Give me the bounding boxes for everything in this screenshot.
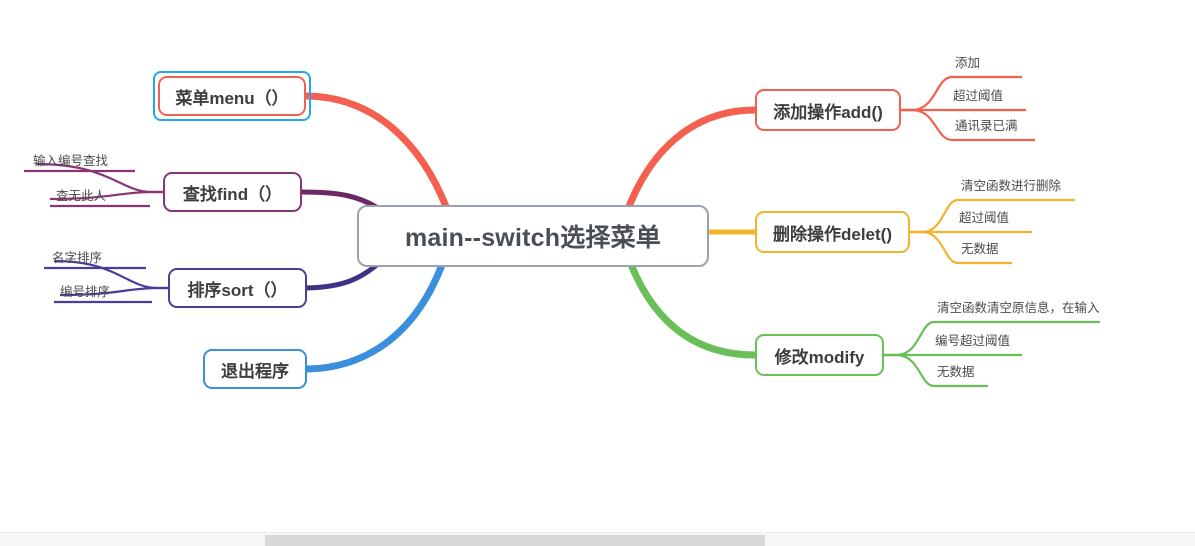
node-delete-label: 删除操作delet() <box>773 224 892 244</box>
node-find[interactable]: 查找find（） <box>163 172 302 212</box>
node-menu[interactable]: 菜单menu（） <box>158 76 306 116</box>
leaf-delete-2[interactable]: 无数据 <box>961 242 999 256</box>
leaf-add-0[interactable]: 添加 <box>955 56 981 70</box>
leaf-bracket-mod-2 <box>884 353 935 388</box>
leaf-modify-1[interactable]: 编号超过阈值 <box>935 334 1011 348</box>
leaf-add-2[interactable]: 通讯录已满 <box>955 119 1018 133</box>
node-add[interactable]: 添加操作add() <box>755 89 901 131</box>
node-modify-label: 修改modify <box>774 347 865 367</box>
node-find-label: 查找find（） <box>182 184 283 204</box>
node-sort-label: 排序sort（） <box>187 280 288 300</box>
leaf-bracket-add-0 <box>901 75 953 112</box>
leaf-bracket-mod-0 <box>884 320 935 357</box>
leaf-modify-2[interactable]: 无数据 <box>937 365 975 379</box>
center-node-label: main--switch选择菜单 <box>405 224 661 252</box>
node-add-label: 添加操作add() <box>773 102 883 122</box>
leaf-delete-0[interactable]: 清空函数进行删除 <box>961 179 1062 193</box>
leaf-bracket-add-2 <box>901 108 953 142</box>
connector-add <box>624 106 759 213</box>
node-exit-label: 退出程序 <box>221 361 289 381</box>
leaf-delete-1[interactable]: 超过阈值 <box>959 211 1010 225</box>
leaf-bracket-del-0 <box>910 198 959 234</box>
leaf-find-0[interactable]: 输入编号查找 <box>33 154 109 168</box>
connector-exit <box>303 258 447 373</box>
leaf-sort-0[interactable]: 名字排序 <box>52 251 103 265</box>
horizontal-scrollbar-thumb[interactable] <box>265 535 765 546</box>
connector-menu <box>303 92 451 213</box>
node-exit[interactable]: 退出程序 <box>203 349 307 389</box>
node-modify[interactable]: 修改modify <box>755 334 884 376</box>
leaf-bracket-del-2 <box>910 230 959 265</box>
node-menu-label: 菜单menu（） <box>175 88 289 108</box>
horizontal-scrollbar-track[interactable] <box>0 532 1195 546</box>
node-sort[interactable]: 排序sort（） <box>168 268 307 308</box>
leaf-bracket-find <box>35 162 163 194</box>
leaf-modify-0[interactable]: 清空函数清空原信息，在输入 <box>937 301 1100 315</box>
leaf-sort-1[interactable]: 编号排序 <box>60 285 111 299</box>
center-node[interactable]: main--switch选择菜单 <box>357 205 709 267</box>
node-delete[interactable]: 删除操作delet() <box>755 211 910 253</box>
leaf-bracket-sort <box>53 259 168 290</box>
leaf-add-1[interactable]: 超过阈值 <box>953 89 1004 103</box>
leaf-find-1[interactable]: 查无此人 <box>56 189 107 203</box>
connector-modify <box>626 258 759 359</box>
